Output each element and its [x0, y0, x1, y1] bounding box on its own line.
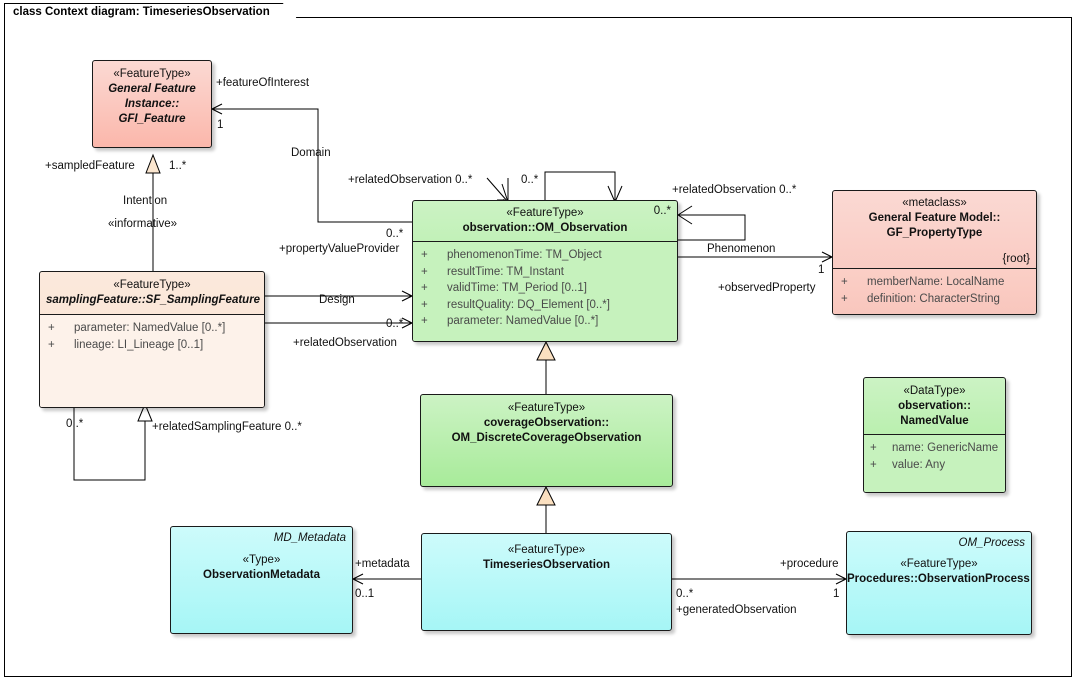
label-sampled-feature-multiplicity: 1..* — [169, 160, 187, 172]
gf-propertytype-constraint: {root} — [1002, 253, 1031, 265]
observationprocess-tagname: OM_Process — [958, 537, 1025, 549]
class-timeseriesobservation[interactable]: «FeatureType» TimeseriesObservation — [421, 533, 672, 631]
namedvalue-divider — [864, 434, 1005, 435]
class-om-discretecoverageobservation[interactable]: «FeatureType» coverageObservation:: OM_D… — [420, 394, 673, 487]
om-observation-attribute: +validTime: TM_Period [0..1] — [421, 282, 587, 294]
label-related-observation-right: +relatedObservation 0..* — [672, 184, 797, 196]
label-observed-property: +observedProperty — [718, 282, 816, 294]
label-self-multiplicity-top: 0..* — [521, 174, 539, 186]
gf-propertytype-name-line1: General Feature Model:: — [868, 212, 1001, 224]
label-informative: «informative» — [108, 218, 178, 230]
namedvalue-name-line2: NamedValue — [900, 415, 969, 427]
class-observationmetadata[interactable]: MD_Metadata «Type» ObservationMetadata — [170, 526, 353, 634]
class-gf-propertytype[interactable]: «metaclass» General Feature Model:: GF_P… — [832, 190, 1037, 315]
class-om-observation[interactable]: «FeatureType» observation::OM_Observatio… — [412, 200, 678, 342]
gfi-feature-name-line2: Instance:: — [124, 98, 180, 110]
observationmetadata-stereotype: «Type» — [242, 554, 281, 566]
class-sf-samplingfeature[interactable]: «FeatureType» samplingFeature::SF_Sampli… — [39, 271, 265, 408]
label-property-value-provider: +propertyValueProvider — [279, 243, 400, 255]
observationmetadata-tagname: MD_Metadata — [273, 532, 346, 544]
label-design: Design — [319, 294, 355, 306]
label-metadata: +metadata — [355, 558, 410, 570]
observationmetadata-name: ObservationMetadata — [203, 569, 320, 581]
gf-propertytype-attribute: +definition: CharacterString — [841, 292, 1000, 305]
gf-propertytype-attribute: +memberName: LocalName — [841, 276, 1005, 288]
label-related-observation-top-left: +relatedObservation 0..* — [348, 174, 473, 186]
diagram-frame-border — [4, 17, 1072, 677]
gfi-feature-name-line3: GFI_Feature — [118, 113, 186, 125]
sf-samplingfeature-divider — [40, 314, 264, 315]
label-design-multiplicity: 0..* — [386, 318, 404, 330]
namedvalue-attribute: +name: GenericName — [870, 442, 999, 454]
label-feature-of-interest: +featureOfInterest — [216, 77, 310, 89]
timeseriesobservation-stereotype: «FeatureType» — [507, 544, 586, 556]
sf-samplingfeature-name: samplingFeature::SF_SamplingFeature — [46, 294, 261, 306]
label-feature-of-interest-multiplicity: 1 — [217, 119, 224, 131]
om-observation-corner-multiplicity: 0..* — [653, 205, 671, 217]
label-metadata-multiplicity: 0..1 — [355, 588, 375, 600]
om-observation-divider — [413, 241, 677, 242]
gf-propertytype-divider — [833, 268, 1036, 269]
sf-samplingfeature-attribute: +parameter: NamedValue [0..*] — [48, 322, 226, 334]
label-generated-observation: +generatedObservation — [676, 604, 797, 616]
om-observation-stereotype: «FeatureType» — [506, 207, 584, 219]
observationprocess-name: Procedures::ObservationProcess — [847, 573, 1030, 585]
namedvalue-stereotype: «DataType» — [903, 385, 966, 397]
label-observed-property-multiplicity: 1 — [818, 264, 825, 276]
gf-propertytype-stereotype: «metaclass» — [902, 197, 967, 209]
namedvalue-attribute: +value: Any — [870, 458, 946, 471]
gfi-feature-stereotype: «FeatureType» — [113, 68, 191, 80]
class-namedvalue[interactable]: «DataType» observation:: NamedValue +nam… — [863, 377, 1006, 493]
label-intention: Intention — [123, 195, 168, 207]
gfi-feature-name-line1: General Feature — [108, 83, 196, 95]
label-domain: Domain — [291, 147, 331, 159]
om-observation-attribute: +parameter: NamedValue [0..*] — [421, 315, 599, 327]
om-observation-attribute: +resultTime: TM_Instant — [421, 265, 564, 278]
label-procedure-multiplicity: 1 — [833, 588, 840, 600]
om-observation-attribute: +phenomenonTime: TM_Object — [421, 249, 602, 261]
om-observation-attribute: +resultQuality: DQ_Element [0..*] — [421, 298, 610, 311]
label-property-value-provider-multiplicity: 0..* — [386, 228, 404, 240]
coverage-observation-name-line2: OM_DiscreteCoverageObservation — [451, 432, 642, 444]
label-related-observation-design: +relatedObservation — [293, 337, 397, 349]
label-phenomenon: Phenomenon — [707, 243, 776, 255]
sf-samplingfeature-stereotype: «FeatureType» — [113, 279, 191, 291]
class-gfi-feature[interactable]: «FeatureType» General Feature Instance::… — [92, 60, 212, 148]
sf-samplingfeature-attribute: +lineage: LI_Lineage [0..1] — [48, 338, 204, 351]
coverage-observation-name-line1: coverageObservation:: — [483, 417, 610, 429]
label-related-sampling-feature-multiplicity: 0..* — [66, 418, 84, 430]
observationprocess-stereotype: «FeatureType» — [900, 558, 978, 570]
gf-propertytype-name-line2: GF_PropertyType — [886, 227, 983, 239]
diagram-frame-title: class Context diagram: TimeseriesObserva… — [4, 3, 297, 18]
label-generated-observation-multiplicity: 0..* — [676, 588, 694, 600]
label-procedure: +procedure — [780, 558, 839, 570]
om-observation-name: observation::OM_Observation — [462, 222, 628, 234]
class-observationprocess[interactable]: OM_Process «FeatureType» Procedures::Obs… — [846, 531, 1032, 635]
label-related-sampling-feature: +relatedSamplingFeature 0..* — [152, 421, 302, 433]
label-sampled-feature: +sampledFeature — [45, 160, 135, 172]
coverage-observation-stereotype: «FeatureType» — [507, 402, 586, 414]
timeseriesobservation-name: TimeseriesObservation — [483, 559, 610, 571]
namedvalue-name-line1: observation:: — [898, 400, 971, 412]
